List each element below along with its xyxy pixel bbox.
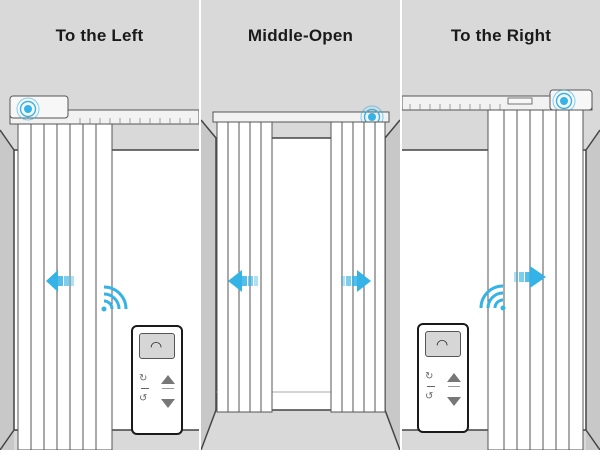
panel-to-the-left: To the Left ◠ ↻ ↺ xyxy=(0,0,199,450)
vertical-blind-slats-left xyxy=(216,121,273,413)
panel-title: To the Left xyxy=(55,26,144,45)
motor-signal-icon xyxy=(24,105,32,113)
up-arrow-icon[interactable] xyxy=(447,373,461,382)
rotate-ccw-icon: ↺ xyxy=(425,391,434,402)
vertical-blind-slats-right xyxy=(330,121,386,413)
wifi-icon: ◠ xyxy=(436,336,449,352)
remote-control: ◠ ↻ ↺ xyxy=(131,325,183,435)
motor-signal-icon xyxy=(560,97,568,105)
arrow-right-icon xyxy=(341,270,371,292)
panel-title: To the Right xyxy=(450,26,552,45)
down-arrow-icon[interactable] xyxy=(161,399,175,408)
arrow-left-icon xyxy=(228,270,258,292)
arrow-right-icon xyxy=(514,266,546,288)
remote-wifi-button[interactable]: ◠ xyxy=(425,331,461,357)
motor-signal-icon xyxy=(368,113,376,121)
remote-control: ◠ ↻ ↺ xyxy=(417,323,469,433)
up-arrow-icon[interactable] xyxy=(161,375,175,384)
vertical-blind-slats xyxy=(17,123,113,450)
rotate-cw-icon: ↻ xyxy=(425,371,434,382)
rotate-cw-icon: ↻ xyxy=(139,373,148,384)
down-arrow-icon[interactable] xyxy=(447,397,461,406)
panel-title: Middle-Open xyxy=(247,26,354,45)
panel-to-the-right: To the Right ◠ ↻ ↺ xyxy=(402,0,600,450)
wireless-signal-icon xyxy=(101,285,128,312)
rotate-ccw-icon: ↺ xyxy=(139,393,148,404)
curtain-track xyxy=(212,111,390,123)
wireless-signal-icon xyxy=(479,284,506,311)
remote-wifi-button[interactable]: ◠ xyxy=(139,333,175,359)
wifi-icon: ◠ xyxy=(150,338,163,354)
panel-middle-open: Middle-Open xyxy=(201,0,400,450)
arrow-left-icon xyxy=(46,270,74,292)
scene-middle xyxy=(201,105,400,450)
left-wall xyxy=(0,130,14,450)
